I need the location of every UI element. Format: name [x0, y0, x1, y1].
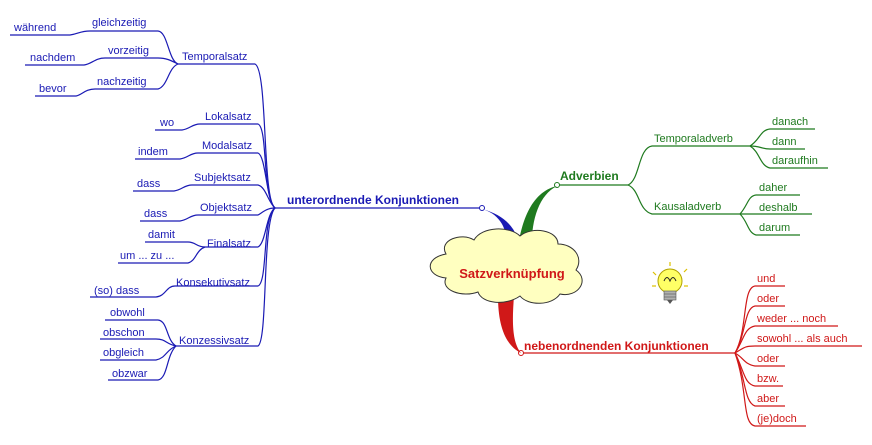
leaf-obwohl[interactable]: obwohl — [110, 307, 145, 319]
leaf-oder-2[interactable]: oder — [757, 353, 779, 365]
leaf-indem[interactable]: indem — [138, 146, 168, 158]
leaf-und[interactable]: und — [757, 273, 775, 285]
leaf-bevor[interactable]: bevor — [39, 83, 67, 95]
leaf-so-dass[interactable]: (so) dass — [94, 285, 140, 297]
relation-vorzeitig[interactable]: vorzeitig — [108, 45, 149, 57]
leaf-bzw[interactable]: bzw. — [757, 373, 779, 385]
leaf-obschon[interactable]: obschon — [103, 327, 145, 339]
group-konzessivsatz-label[interactable]: Konzessivsatz — [179, 335, 249, 347]
leaf-oder-1[interactable]: oder — [757, 293, 779, 305]
leaf-dass-subjekt[interactable]: dass — [137, 178, 161, 190]
leaf-daraufhin[interactable]: daraufhin — [772, 155, 818, 167]
adverbien-connectors — [557, 128, 828, 236]
group-temporalsatz-label[interactable]: Temporalsatz — [182, 51, 247, 63]
group-objektsatz-label[interactable]: Objektsatz — [200, 202, 252, 214]
branch-nebenordnende-label[interactable]: nebenordnenden Konjunktionen — [524, 339, 709, 353]
leaf-um-zu[interactable]: um ... zu ... — [120, 250, 174, 262]
leaf-waehrend[interactable]: während — [13, 22, 56, 34]
leaf-nachdem[interactable]: nachdem — [30, 52, 75, 64]
leaf-aber[interactable]: aber — [757, 393, 779, 405]
leaf-damit[interactable]: damit — [148, 229, 175, 241]
unterordnende-connectors — [10, 30, 482, 381]
leaf-dann[interactable]: dann — [772, 136, 796, 148]
nebenordnende-connectors — [521, 285, 862, 427]
leaf-obzwar[interactable]: obzwar — [112, 368, 148, 380]
group-kausaladverb-label[interactable]: Kausaladverb — [654, 201, 721, 213]
group-temporaladverb-label[interactable]: Temporaladverb — [654, 133, 733, 145]
group-konsekutivsatz-label[interactable]: Konsekutivsatz — [176, 277, 250, 289]
group-finalsatz-label[interactable]: Finalsatz — [207, 238, 251, 250]
lightbulb-icon — [652, 262, 688, 304]
leaf-weder-noch[interactable]: weder ... noch — [756, 313, 826, 325]
branch-knot — [554, 182, 560, 188]
leaf-wo[interactable]: wo — [159, 117, 174, 129]
center-cloud[interactable] — [429, 228, 583, 304]
leaf-darum[interactable]: darum — [759, 222, 790, 234]
leaf-dass-objekt[interactable]: dass — [144, 208, 168, 220]
center-topic[interactable]: Satzverknüpfung — [459, 266, 565, 281]
connector-to-nebenordnende — [498, 296, 521, 353]
relation-nachzeitig[interactable]: nachzeitig — [97, 76, 147, 88]
relation-gleichzeitig[interactable]: gleichzeitig — [92, 17, 146, 29]
leaf-daher[interactable]: daher — [759, 182, 787, 194]
leaf-obgleich[interactable]: obgleich — [103, 347, 144, 359]
leaf-sowohl-als-auch[interactable]: sowohl ... als auch — [757, 333, 848, 345]
leaf-jedoch[interactable]: (je)doch — [757, 413, 797, 425]
group-subjektsatz-label[interactable]: Subjektsatz — [194, 172, 251, 184]
leaf-deshalb[interactable]: deshalb — [759, 202, 798, 214]
leaf-danach[interactable]: danach — [772, 116, 808, 128]
group-lokalsatz-label[interactable]: Lokalsatz — [205, 111, 251, 123]
branch-unterordnende-label[interactable]: unterordnende Konjunktionen — [287, 193, 459, 207]
group-modalsatz-label[interactable]: Modalsatz — [202, 140, 252, 152]
branch-adverbien-label[interactable]: Adverbien — [560, 169, 619, 183]
branch-knot — [479, 205, 485, 211]
